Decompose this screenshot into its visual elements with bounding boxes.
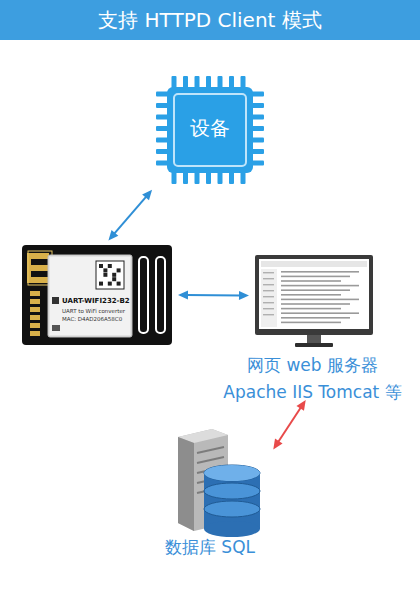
node-label: UART-WIFI232-B2: [62, 297, 132, 306]
illustration-rect: [99, 264, 103, 268]
device-chip-node: 设备: [150, 70, 270, 190]
illustration-rect: [52, 325, 60, 331]
illustration-rect: [30, 331, 40, 336]
connector-line: [278, 407, 302, 443]
illustration-rect: [281, 299, 359, 301]
illustration-rect: [281, 308, 341, 310]
illustration-rect: [30, 323, 40, 328]
monitor-illustration: [255, 255, 375, 350]
illustration-rect: [263, 290, 274, 291]
database-node: 数据库 SQL: [150, 425, 270, 565]
illustration-rect: [139, 257, 148, 333]
illustration-rect: [263, 308, 274, 309]
illustration-rect: [281, 276, 350, 278]
illustration-rect: [261, 269, 277, 327]
illustration-rect: [281, 271, 359, 273]
illustration-rect: [103, 273, 107, 277]
wifi-module-illustration: [22, 245, 172, 345]
illustration-rect: [307, 335, 321, 344]
illustration-path: [197, 447, 224, 453]
illustration-rect: [30, 307, 40, 312]
illustration-ellipse: [204, 465, 260, 481]
illustration-rect: [281, 289, 350, 291]
illustration-ellipse: [204, 483, 260, 499]
illustration-rect: [263, 284, 274, 285]
illustration-rect: [103, 268, 107, 272]
illustration-rect: [281, 322, 341, 324]
node-label: UART to WiFi converter: [62, 308, 132, 315]
illustration-path: [178, 437, 194, 531]
illustration-rect: [255, 255, 373, 335]
illustration-rect: [281, 312, 359, 314]
illustration-rect: [263, 314, 274, 315]
node-label: MAC: D4AD206A58C0: [62, 316, 132, 323]
illustration-rect: [50, 257, 130, 335]
illustration-rect: [295, 343, 333, 347]
illustration-ellipse: [204, 521, 260, 537]
node-label: 网页 web 服务器 Apache IIS Tomcat 等: [215, 352, 410, 406]
illustration-rect: [263, 302, 274, 303]
arrow-head: [239, 291, 249, 300]
illustration-rect: [281, 317, 350, 319]
illustration-rect: [30, 315, 40, 320]
illustration-rect: [30, 291, 40, 296]
illustration-ellipse: [204, 465, 260, 481]
node-label: 数据库 SQL: [120, 537, 300, 558]
double-arrow-connector: [178, 291, 249, 300]
arrow-head: [178, 291, 188, 300]
arrow-head: [108, 230, 118, 241]
database-illustration: [150, 425, 270, 537]
double-arrow-connector: [273, 400, 305, 449]
illustration-rect: [99, 282, 103, 286]
illustration-rect: [30, 299, 40, 304]
illustration-rect: [112, 277, 116, 281]
arrow-head: [296, 400, 305, 411]
node-label: 设备: [150, 116, 270, 141]
illustration-rect: [281, 285, 359, 287]
wifi-module-node: UART-WIFI232-B2UART to WiFi converterMAC…: [22, 245, 172, 345]
illustration-rect: [48, 255, 132, 337]
arrow-head: [142, 190, 152, 201]
illustration-rect: [117, 268, 121, 272]
illustration-rect: [281, 294, 341, 296]
illustration-rect: [156, 257, 165, 333]
illustration-rect: [108, 282, 112, 286]
illustration-path: [27, 253, 49, 283]
illustration-rect: [263, 272, 274, 273]
illustration-rect: [108, 264, 112, 268]
web-server-node: 网页 web 服务器 Apache IIS Tomcat 等: [255, 255, 375, 395]
illustration-rect: [112, 273, 116, 277]
diagram-title: 支持 HTTPD Client 模式: [0, 0, 420, 40]
illustration-rect: [281, 280, 341, 282]
illustration-rect: [52, 297, 59, 304]
connector-line: [186, 294, 241, 296]
illustration-rect: [22, 245, 172, 345]
illustration-rect: [281, 303, 350, 305]
illustration-rect: [96, 261, 124, 289]
connector-line: [114, 196, 147, 235]
illustration-rect: [263, 296, 274, 297]
illustration-rect: [117, 282, 121, 286]
illustration-path: [197, 457, 224, 463]
illustration-rect: [263, 278, 274, 279]
illustration-ellipse: [204, 501, 260, 517]
illustration-rect: [259, 259, 369, 329]
arrow-head: [273, 439, 282, 450]
double-arrow-connector: [108, 190, 152, 241]
illustration-rect: [261, 261, 367, 267]
